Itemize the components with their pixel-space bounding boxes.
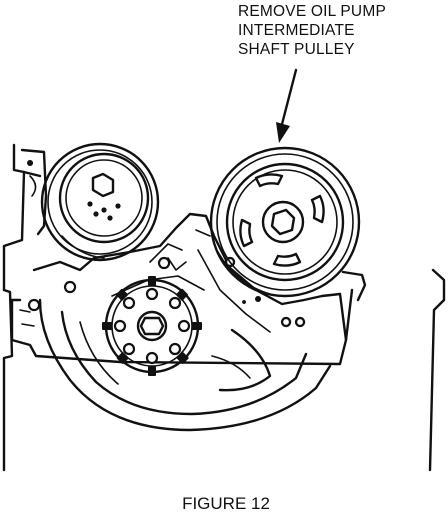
figure-caption-text: FIGURE 12 [182,494,270,513]
callout-line-2: INTERMEDIATE [238,22,355,39]
camshaft-pulley [40,142,160,262]
figure-caption: FIGURE 12 [0,494,448,514]
callout-arrow [276,68,298,143]
callout-line-3: SHAFT PULLEY [238,41,355,58]
intermediate-shaft-pulley [209,146,361,298]
detail-marks [19,229,262,327]
engine-block [2,143,446,472]
timing-cover [27,212,348,432]
callout-line-1: REMOVE OIL PUMP [238,3,386,20]
crankshaft-sprocket [102,276,202,376]
callout-label: REMOVE OIL PUMP INTERMEDIATE SHAFT PULLE… [238,2,443,59]
